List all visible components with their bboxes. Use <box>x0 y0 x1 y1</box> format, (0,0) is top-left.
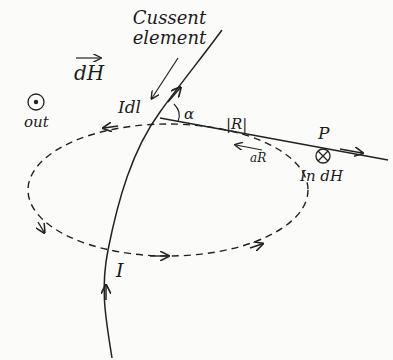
distance-label: |R| <box>226 116 247 133</box>
point-label: P <box>318 124 329 143</box>
out-of-page-symbol <box>28 94 44 110</box>
current-label: I <box>116 260 124 281</box>
field-symbol: dH <box>74 62 104 84</box>
dashed-loop <box>28 124 308 256</box>
element-label: Idl <box>118 98 141 117</box>
distance-line <box>160 118 388 160</box>
unit-vector-label: aR <box>250 152 266 165</box>
field-component-label: In dH <box>300 168 343 185</box>
into-page-symbol <box>316 149 330 163</box>
callout-label: Cussent element <box>122 8 217 48</box>
current-wire <box>104 30 222 358</box>
angle-label: α <box>184 106 194 123</box>
direction-label: out <box>24 114 49 131</box>
